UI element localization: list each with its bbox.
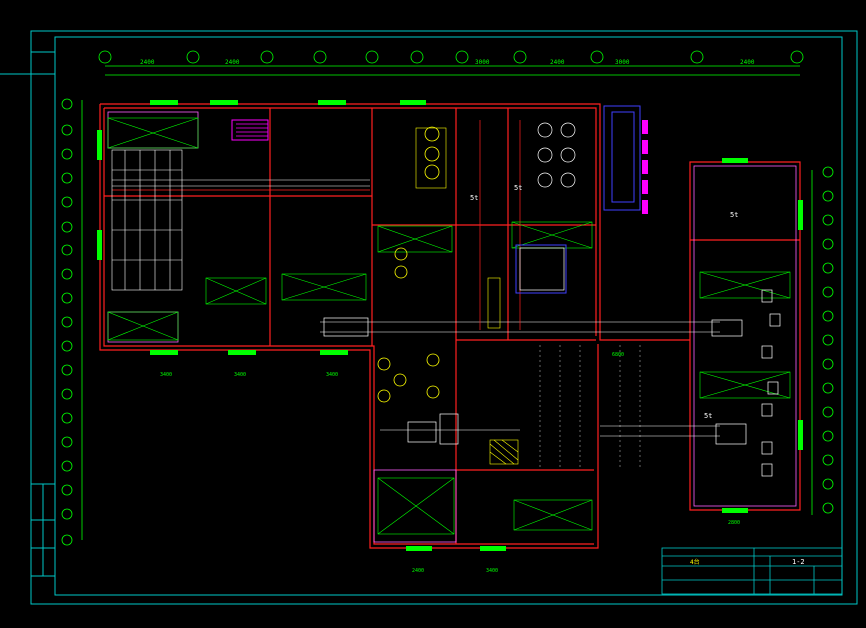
dim-label: 3400 (160, 372, 172, 378)
title-block (661, 547, 843, 595)
grid-lines (539, 345, 641, 470)
windows (97, 100, 803, 551)
tanks (761, 289, 781, 477)
dim-label: 3000 (615, 59, 630, 66)
air-units (107, 117, 791, 535)
tank-label: 5t (470, 194, 478, 202)
hatch-area (415, 127, 519, 465)
blue-panel (515, 105, 641, 294)
dim-label: 2400 (740, 59, 755, 66)
dim-label: 2400 (412, 568, 424, 574)
pumps (377, 126, 440, 403)
equipment-rack (111, 149, 183, 291)
dim-label: 3400 (234, 372, 246, 378)
tank-label: 5t (730, 211, 738, 219)
dim-label: 2800 (728, 520, 740, 526)
left-grid-bubbles (61, 98, 83, 546)
sheet-number: 1-2 (792, 558, 805, 566)
dim-label: 3000 (475, 59, 490, 66)
stairs (236, 123, 268, 137)
tank-label: 5t (514, 184, 522, 192)
top-dimension-chain (98, 50, 804, 76)
tank-label: 5t (704, 412, 712, 420)
right-grid-bubbles (811, 166, 834, 515)
dim-label: 3400 (486, 568, 498, 574)
dim-label: 6800 (612, 352, 624, 358)
title-block-name: 4台 (690, 558, 700, 566)
dim-label: 2400 (225, 59, 240, 66)
drawing-frame (0, 30, 858, 605)
dim-label: 3400 (326, 372, 338, 378)
dim-label: 2400 (550, 59, 565, 66)
boiler-units (323, 122, 747, 445)
magenta-blocks (231, 119, 648, 214)
dim-label: 2400 (140, 59, 155, 66)
